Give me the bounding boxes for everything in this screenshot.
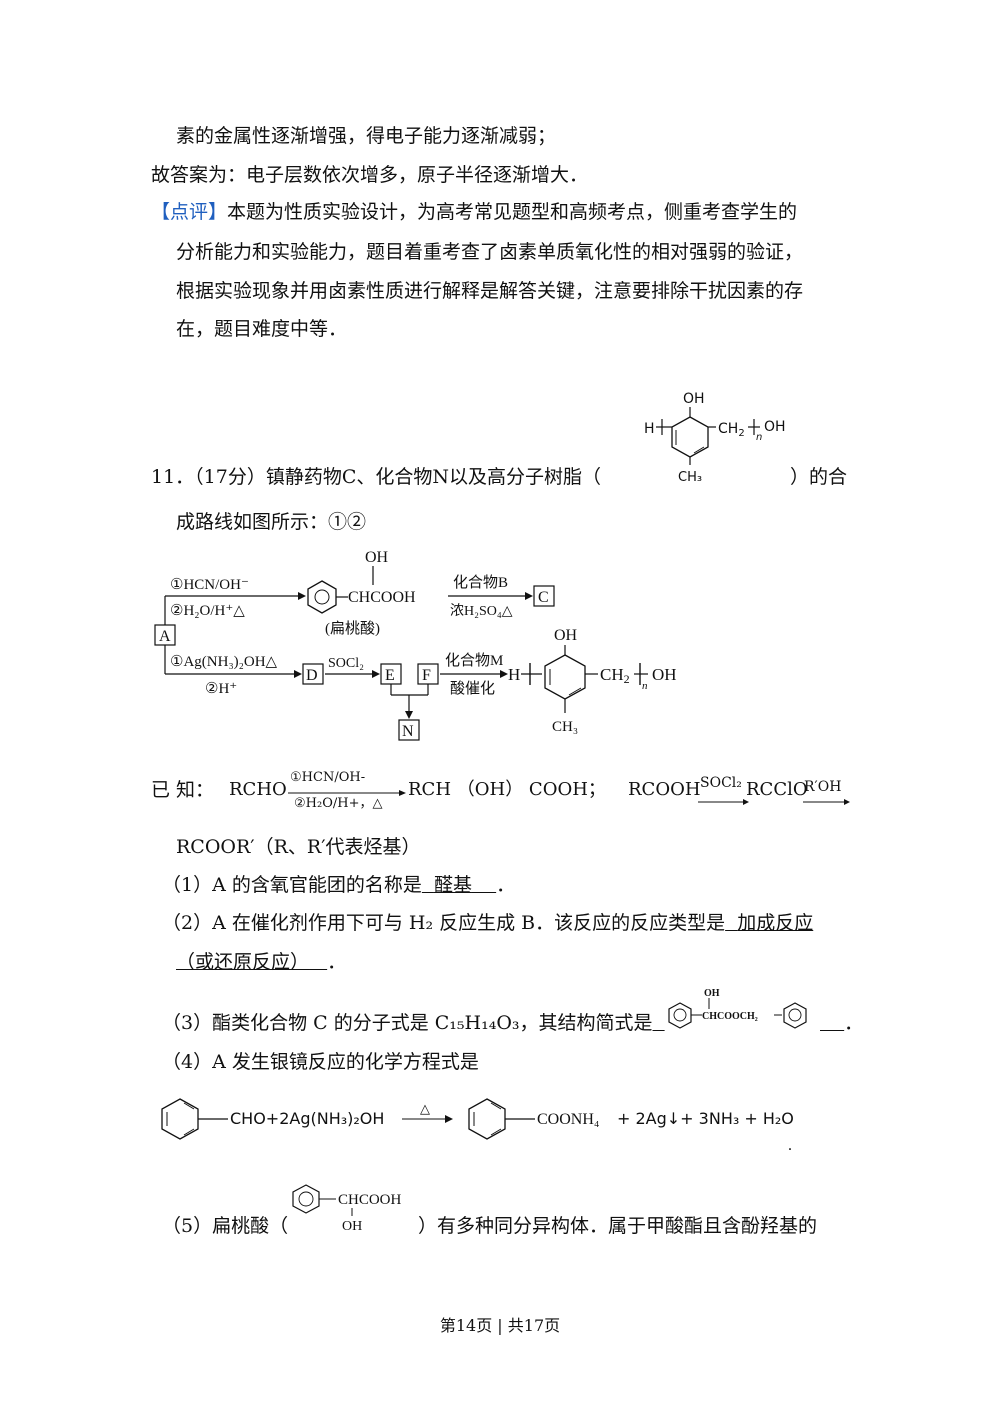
part-1: （1）A 的含氧官能团的名称是 醛基 ． [162, 876, 515, 895]
socl2-reagent: SOCl₂ [328, 656, 364, 671]
scheme-polymer-h: H [508, 665, 520, 684]
part-4-equation: CHO+2Ag(NH₃)₂OH △ COONH₄ + 2Ag↓+ 3NH₃ + … [161, 1098, 794, 1154]
mandelic-oh: OH [365, 549, 389, 566]
step1a: ①HCN/OH⁻ [170, 577, 249, 593]
comment-line-3: 根据实验现象并用卤素性质进行解释是解答关键，注意要排除干扰因素的存 [176, 280, 804, 302]
known-product-1: RCH （OH） COOH； [408, 779, 606, 800]
part-3-text: （3）酯类化合物 C 的分子式是 C₁₅H₁₄O₃，其结构简式是 [162, 1012, 653, 1034]
polymer-structure-top: OH H CH2 n OH CH₃ [644, 391, 786, 485]
step1b: ②H₂O/H⁺△ [170, 603, 245, 619]
part-1-answer: 醛基 [433, 874, 472, 896]
mandelic-name: (扁桃酸) [325, 620, 380, 637]
box-c [533, 585, 555, 607]
part-3-tail: ． [820, 1014, 863, 1033]
part-1-end: ． [496, 874, 516, 896]
known-arrow-2 [698, 799, 749, 805]
known-rccl: RCClO [746, 779, 808, 800]
part-3-structure: OH CHCOOCH₂ [668, 988, 807, 1029]
eq-lhs: CHO+2Ag(NH₃)₂OH [230, 1109, 384, 1128]
q11-intro: 11．（17分）镇静药物C、化合物N以及高分子树脂（ [151, 466, 602, 488]
compound-n: N [402, 723, 414, 740]
part-2-end: ． [327, 951, 347, 973]
part-2: （2）A 在催化剂作用下可与 H₂ 反应生成 B．该反应的反应类型是 加成反应 [162, 914, 813, 933]
compound-d: D [306, 667, 318, 684]
part-5-structure: CHCOOH OH [292, 1184, 402, 1234]
part-2-cont: （或还原反应） ． [176, 953, 346, 972]
known-rcho: RCHO [229, 779, 287, 800]
part-2-answer-2: （或还原反应） [176, 951, 310, 973]
part-3-blank-2 [820, 1012, 844, 1034]
synthesis-scheme: A ①HCN/OH⁻ ②H₂O/H⁺△ OH CHCOOH (扁桃酸) 化合物B… [154, 549, 677, 741]
comment-line-4: 在，题目难度中等． [176, 318, 348, 340]
compound-f: F [422, 667, 431, 684]
comment-line-1: 【点评】本题为性质实验设计，为高考常见题型和高频考点，侧重考查学生的 [151, 203, 797, 222]
part-4: （4）A 发生银镜反应的化学方程式是 [162, 1051, 479, 1073]
conc-h2so4: 浓H₂SO₄△ [450, 603, 513, 619]
step2b: ②H⁺ [205, 681, 237, 697]
q11-intro-2: 成路线如图所示：①② [176, 511, 367, 533]
known-socl2: SOCl₂ [700, 775, 742, 791]
part-5-chain: CHCOOH [338, 1192, 402, 1208]
part-3: （3）酯类化合物 C 的分子式是 C₁₅H₁₄O₃，其结构简式是 [162, 1014, 665, 1033]
known-cond-bottom: ②H₂O/H+，△ [294, 796, 383, 811]
comment-text: 本题为性质实验设计，为高考常见题型和高频考点，侧重考查学生的 [227, 201, 798, 223]
scheme-polymer-ch2: CH2 [600, 665, 630, 686]
eq-rhs-salt: COONH₄ [537, 1111, 600, 1128]
comment-tag: 【点评】 [151, 201, 228, 223]
scheme-polymer-oh: OH [554, 627, 578, 644]
polymer-end-oh: OH [764, 419, 786, 435]
reagent-m: 化合物M [445, 652, 503, 669]
known-line-2: RCOOR′（R、R′代表烃基） [176, 836, 421, 858]
comment-line-2: 分析能力和实验能力，题目着重考查了卤素单质氧化性的相对强弱的验证， [176, 241, 804, 263]
polymer-h: H [644, 421, 655, 437]
part-5: （5）扁桃酸（ [162, 1215, 289, 1237]
analysis-line: 素的金属性逐渐增强，得电子能力逐渐减弱； [176, 125, 557, 147]
q11-intro-tail: ）的合 [790, 466, 848, 488]
box-n [398, 719, 420, 741]
known-arrow-3 [803, 799, 850, 805]
compound-c: C [538, 589, 549, 606]
part-3-chain: CHCOOCH₂ [702, 1011, 758, 1022]
reagent-b: 化合物B [453, 574, 508, 591]
mandelic-chain: CHCOOH [348, 589, 416, 606]
eq-rhs-rest: + 2Ag↓+ 3NH₃ + H₂O [617, 1109, 794, 1128]
known-arrow-1 [288, 790, 406, 796]
scheme-polymer-end: OH [652, 665, 677, 684]
compound-e: E [385, 667, 395, 684]
acid-catalysis: 酸催化 [450, 680, 495, 697]
polymer-n: n [756, 432, 762, 443]
polymer-ch3: CH₃ [678, 470, 702, 485]
polymer-oh: OH [683, 391, 705, 407]
part-2-answer: 加成反应 [737, 912, 814, 934]
step2a: ①Ag(NH₃)₂OH△ [170, 654, 278, 670]
eq-end: . [788, 1137, 792, 1154]
known-cond-top: ①HCN/OH- [290, 770, 366, 785]
part-1-text: （1）A 的含氧官能团的名称是 [162, 874, 422, 896]
known-label: 已 知： [151, 779, 215, 801]
part-2-text: （2）A 在催化剂作用下可与 H₂ 反应生成 B．该反应的反应类型是 [162, 912, 726, 934]
polymer-ch2: CH2 [718, 421, 745, 439]
answer-line: 故答案为：电子层数依次增多，原子半径逐渐增大． [151, 164, 589, 186]
page-footer: 第14页 | 共17页 [439, 1316, 561, 1335]
box-d [302, 663, 324, 685]
part-5-tail: ）有多种同分异构体．属于甲酸酯且含酚羟基的 [418, 1215, 818, 1237]
part-3-end: ． [844, 1012, 864, 1034]
known-rcooh: RCOOH [628, 779, 701, 800]
eq-condition: △ [420, 1101, 430, 1116]
scheme-polymer-ch3: CH₃ [552, 719, 578, 735]
part-5-oh: OH [342, 1219, 362, 1234]
part-3-oh: OH [704, 988, 720, 999]
scheme-polymer-n: n [642, 680, 648, 692]
compound-a: A [159, 628, 171, 645]
known-roh: R′OH [804, 779, 842, 795]
